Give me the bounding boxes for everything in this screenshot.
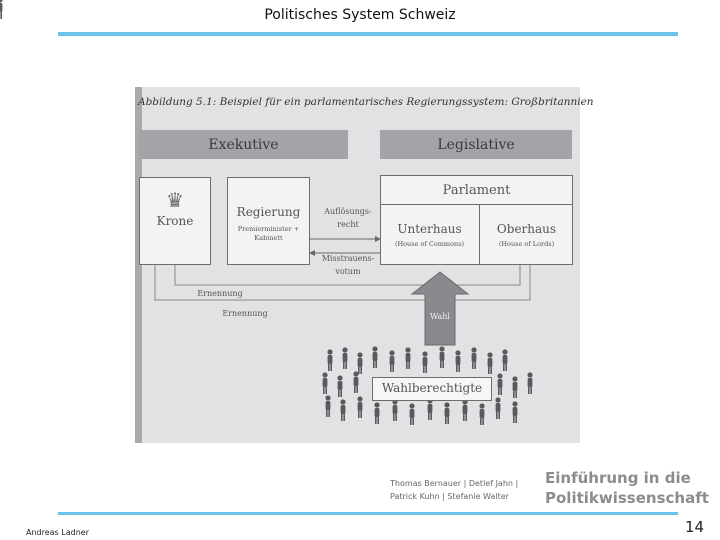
dissolution-label-2: recht xyxy=(337,220,359,229)
government-sub-2: Kabinett xyxy=(254,234,283,242)
dissolution-label-1: Auflösungs- xyxy=(324,207,372,216)
book-title-line-2: Politikwissenschaft xyxy=(545,489,709,508)
voters-crowd-icon xyxy=(0,0,533,425)
government-label: Regierung xyxy=(236,205,301,219)
executive-header: Exekutive xyxy=(139,130,348,159)
bottom-divider xyxy=(58,512,678,515)
appointment-label-2: Ernennung xyxy=(222,309,268,318)
appointment-line-1 xyxy=(174,265,521,286)
top-divider xyxy=(58,32,678,36)
book-authors-line-2: Patrick Kuhn | Stefanie Walter xyxy=(390,491,509,501)
election-arrow xyxy=(410,271,470,346)
book-title: Einführung in die Politikwissenschaft xyxy=(545,468,709,509)
government-sub-1: Premierminister + xyxy=(237,225,300,233)
voters-label: Wahlberechtigte xyxy=(381,381,483,395)
book-authors-line-1: Thomas Bernauer | Detlef Jahn | xyxy=(390,479,519,488)
government-box xyxy=(227,177,310,265)
page-number: 14 xyxy=(685,518,705,536)
election-label: Wahl xyxy=(429,312,450,321)
appointment-label-1: Ernennung xyxy=(197,289,243,298)
lower-house-label: Unterhaus xyxy=(397,222,462,236)
parliament-box xyxy=(380,175,573,265)
upper-house-sub: (House of Lords) xyxy=(498,240,555,248)
parliament-label: Parlament xyxy=(442,183,511,198)
legislative-header: Legislative xyxy=(380,130,572,159)
no-confidence-label-1: Misstrauens- xyxy=(321,254,375,263)
lower-house-sub: (House of Commons) xyxy=(394,240,465,248)
parliament-divider xyxy=(380,204,573,206)
figure-caption: Abbildung 5.1: Beispiel für ein parlamen… xyxy=(138,96,594,108)
houses-divider xyxy=(479,204,481,265)
appointment-line-2 xyxy=(154,265,531,301)
book-authors: Thomas Bernauer | Detlef Jahn | Patrick … xyxy=(390,478,518,504)
upper-house-label: Oberhaus xyxy=(496,222,557,236)
crown-label: Krone xyxy=(156,214,194,228)
crown-box xyxy=(139,177,211,265)
slide-title: Politisches System Schweiz xyxy=(264,7,456,23)
book-title-line-1: Einführung in die xyxy=(545,469,691,487)
footer-author: Andreas Ladner xyxy=(26,528,89,537)
voters-box xyxy=(372,377,492,401)
crown-icon: ♛ xyxy=(166,188,184,212)
no-confidence-label-2: votum xyxy=(335,267,361,276)
figure-shadow-edge xyxy=(135,87,142,443)
